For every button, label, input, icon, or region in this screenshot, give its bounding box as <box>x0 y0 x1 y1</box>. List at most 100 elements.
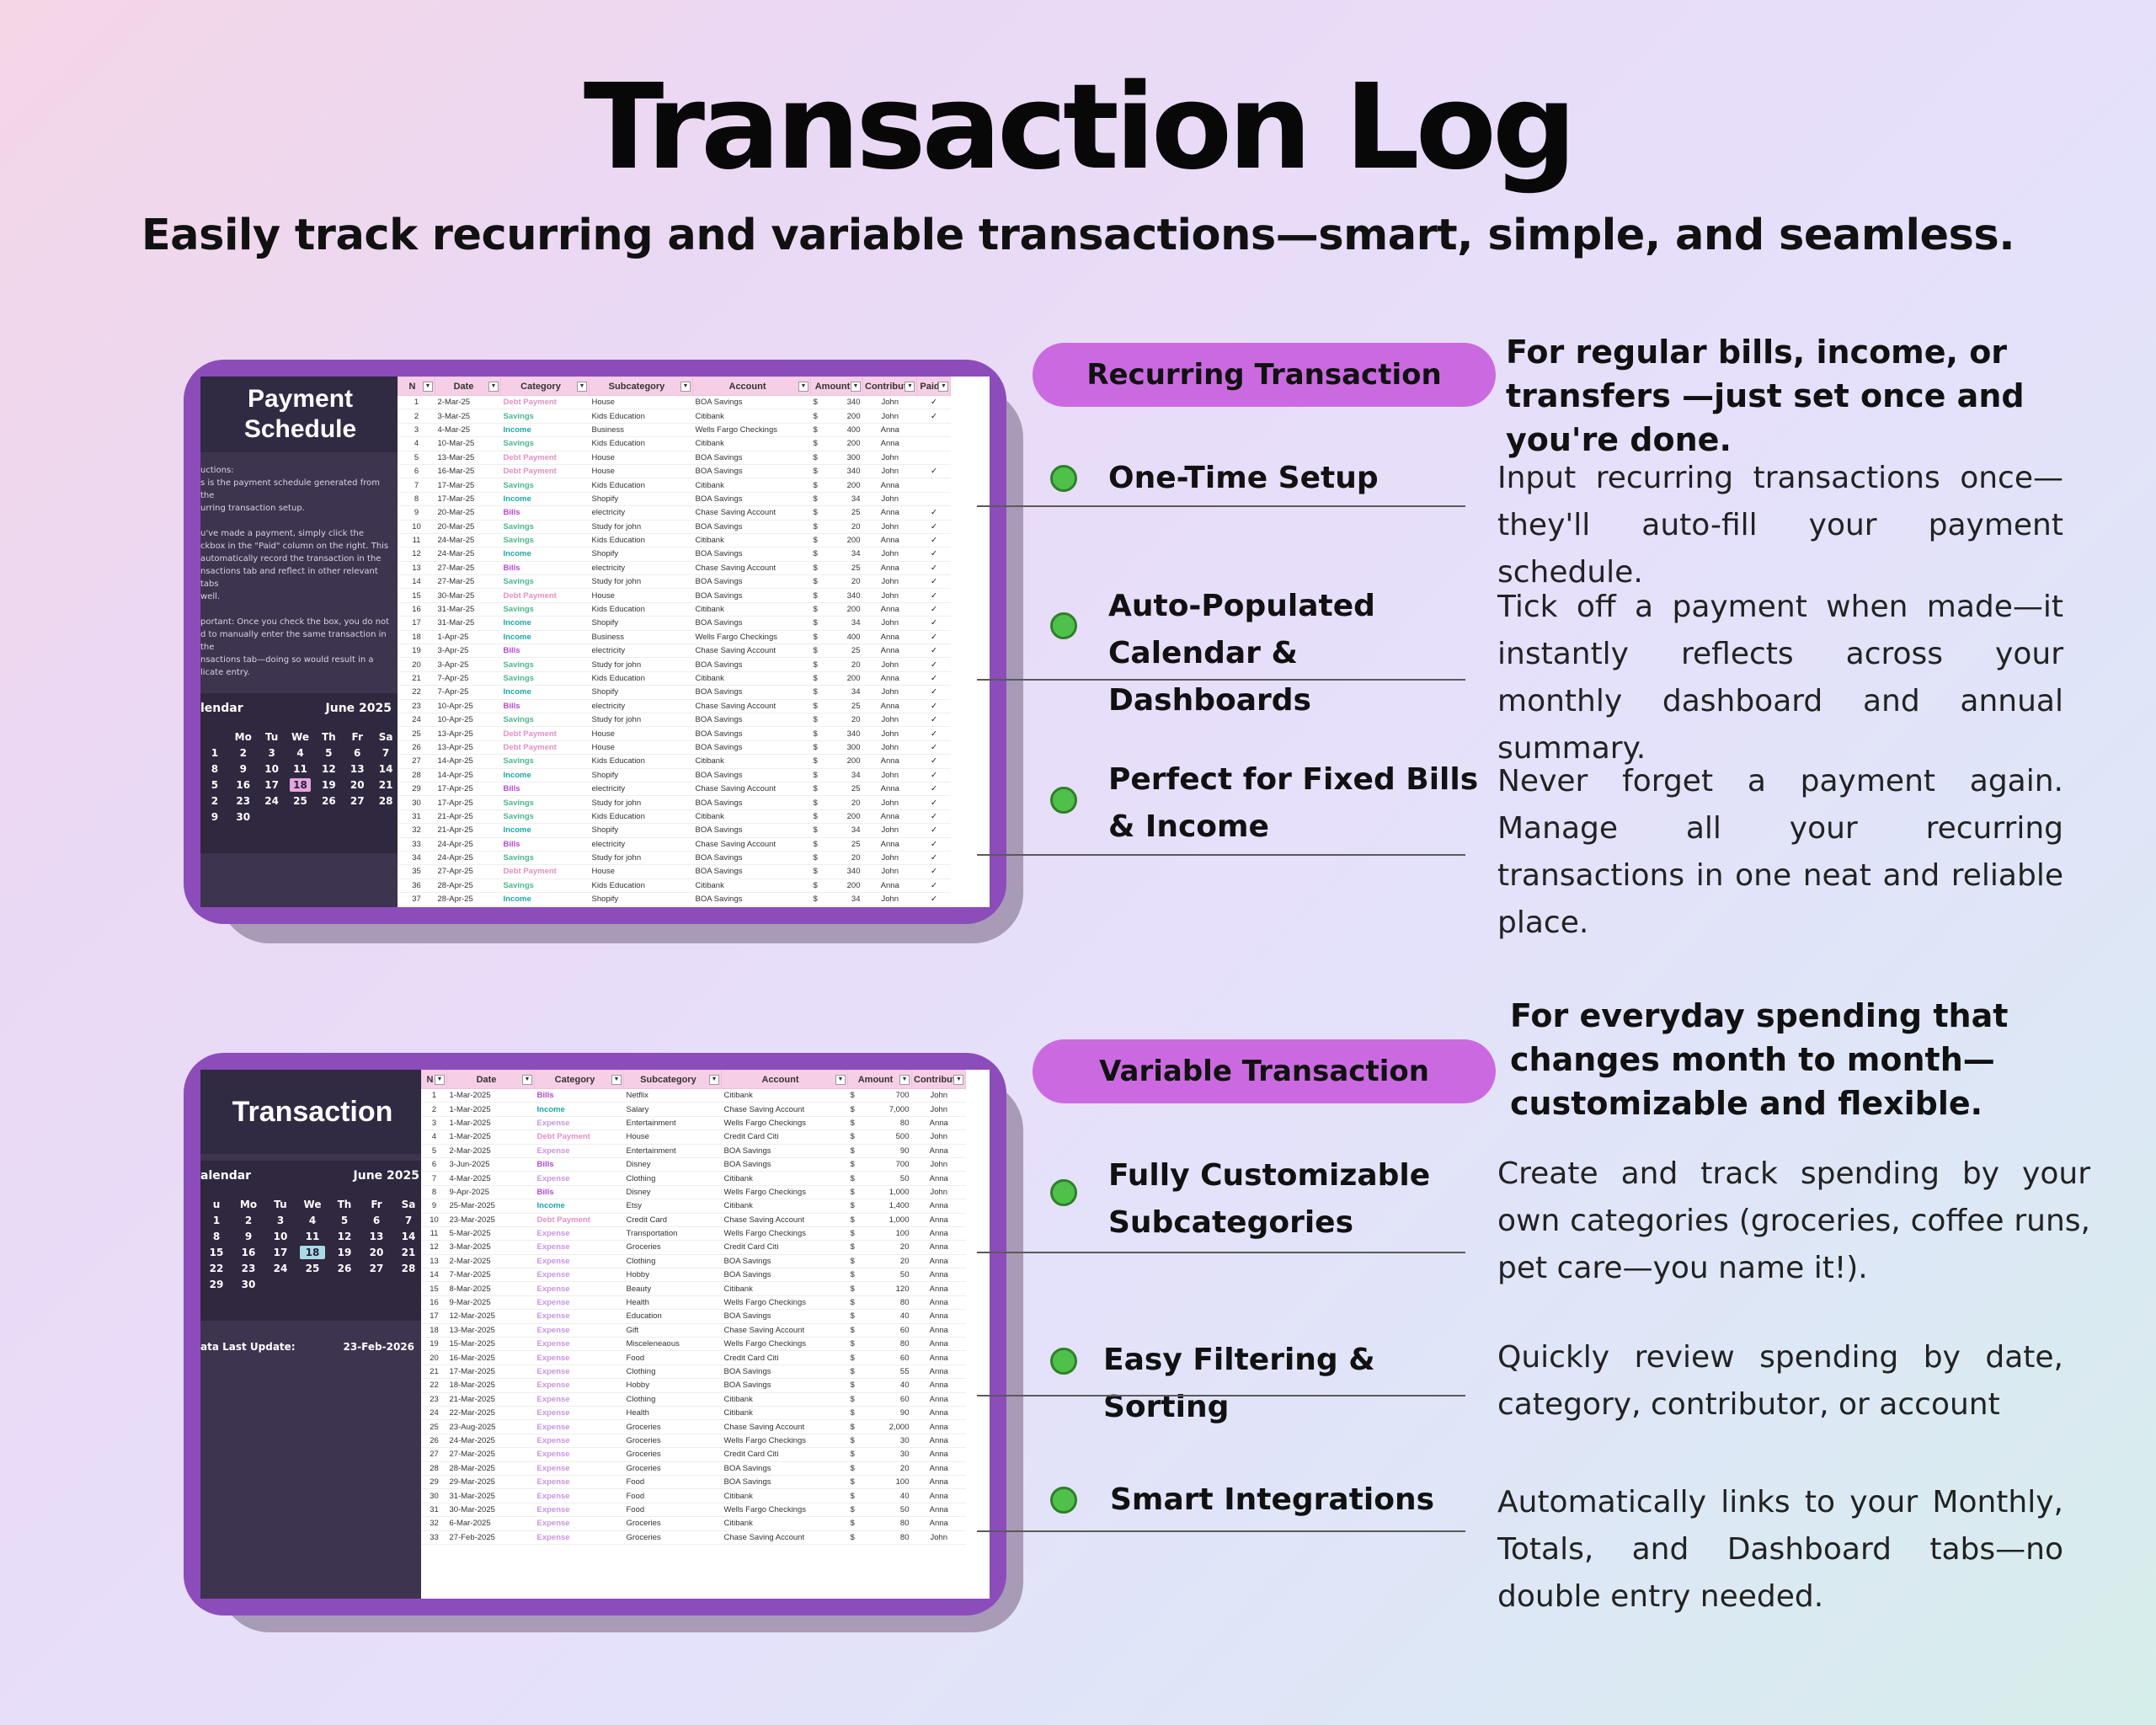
paid-checkbox[interactable]: ✓ <box>916 395 951 410</box>
paid-checkbox[interactable]: ✓ <box>916 837 951 852</box>
paid-checkbox[interactable]: ✓ <box>916 768 951 782</box>
calendar-day[interactable]: 27 <box>350 795 365 807</box>
calendar-day[interactable]: 13 <box>350 763 365 775</box>
filter-dropdown-icon[interactable]: ▼ <box>835 1075 846 1085</box>
filter-dropdown-icon[interactable]: ▼ <box>423 382 433 392</box>
calendar-day[interactable]: 20 <box>350 779 365 791</box>
calendar-day[interactable] <box>360 1278 392 1291</box>
column-header[interactable]: Subcategory▼ <box>589 377 693 396</box>
calendar-day[interactable]: 3 <box>268 747 275 759</box>
column-header[interactable]: Paid▼ <box>916 377 952 396</box>
calendar-day[interactable]: 8 <box>212 1231 221 1242</box>
calendar-day[interactable]: 6 <box>354 747 361 759</box>
calendar-day[interactable]: 5 <box>211 779 219 791</box>
calendar-day[interactable]: 30 <box>241 1279 256 1290</box>
column-header[interactable]: Amount▼ <box>810 377 863 396</box>
column-header[interactable]: Date▼ <box>435 377 501 396</box>
calendar-day[interactable]: 4 <box>296 747 304 759</box>
calendar-day[interactable]: 13 <box>369 1231 384 1242</box>
paid-checkbox[interactable]: ✓ <box>916 726 951 741</box>
calendar-day[interactable]: 21 <box>401 1247 416 1258</box>
calendar-day[interactable]: 6 <box>372 1215 381 1226</box>
calendar-day[interactable] <box>371 810 400 824</box>
calendar-day[interactable]: 25 <box>293 795 307 807</box>
calendar-day[interactable] <box>258 810 286 824</box>
calendar-day[interactable]: 7 <box>382 747 390 759</box>
calendar-day[interactable]: 18 <box>289 778 312 792</box>
calendar-day[interactable]: 2 <box>239 747 247 759</box>
paid-checkbox[interactable]: ✓ <box>916 823 951 838</box>
paid-checkbox[interactable] <box>916 436 951 451</box>
paid-checkbox[interactable]: ✓ <box>916 892 951 907</box>
column-header[interactable]: Category▼ <box>534 1070 624 1089</box>
paid-checkbox[interactable]: ✓ <box>916 740 951 756</box>
filter-dropdown-icon[interactable]: ▼ <box>522 1075 532 1085</box>
filter-dropdown-icon[interactable]: ▼ <box>851 382 861 392</box>
paid-checkbox[interactable] <box>916 478 951 493</box>
paid-checkbox[interactable]: ✓ <box>916 520 951 534</box>
calendar-day[interactable]: 5 <box>340 1215 349 1226</box>
paid-checkbox[interactable]: ✓ <box>916 644 951 659</box>
filter-dropdown-icon[interactable]: ▼ <box>899 1075 910 1085</box>
paid-checkbox[interactable]: ✓ <box>916 754 951 769</box>
paid-checkbox[interactable]: ✓ <box>916 547 951 562</box>
paid-checkbox[interactable]: ✓ <box>916 616 951 631</box>
calendar-day[interactable] <box>264 1278 296 1291</box>
calendar-day[interactable]: 15 <box>209 1247 224 1258</box>
column-header[interactable]: Date▼ <box>446 1070 535 1089</box>
calendar-day[interactable]: 20 <box>369 1247 384 1258</box>
calendar-day[interactable]: 11 <box>293 763 307 775</box>
calendar-day[interactable] <box>296 1278 328 1291</box>
paid-checkbox[interactable]: ✓ <box>916 533 951 548</box>
calendar-day[interactable]: 1 <box>211 747 219 759</box>
paid-checkbox[interactable]: ✓ <box>916 879 951 894</box>
calendar-day[interactable] <box>314 810 343 824</box>
paid-checkbox[interactable] <box>916 492 951 507</box>
column-header[interactable]: N▼ <box>421 1070 447 1089</box>
calendar-day[interactable]: 25 <box>305 1263 320 1274</box>
calendar-day[interactable]: 12 <box>337 1231 352 1242</box>
calendar-day[interactable]: 10 <box>273 1231 288 1242</box>
calendar-day[interactable]: 19 <box>322 779 336 791</box>
paid-checkbox[interactable]: ✓ <box>916 409 951 424</box>
calendar-day[interactable]: 7 <box>404 1215 413 1226</box>
filter-dropdown-icon[interactable]: ▼ <box>798 382 808 392</box>
calendar-day[interactable]: 22 <box>209 1263 224 1274</box>
calendar-day[interactable]: 5 <box>325 747 333 759</box>
filter-dropdown-icon[interactable]: ▼ <box>611 1075 622 1085</box>
calendar-day[interactable]: 9 <box>239 763 247 775</box>
column-header[interactable]: Account▼ <box>721 1070 848 1089</box>
calendar-day[interactable]: 23 <box>241 1263 256 1274</box>
calendar-day[interactable]: 24 <box>273 1263 288 1274</box>
filter-dropdown-icon[interactable]: ▼ <box>680 382 691 392</box>
column-header[interactable]: N▼ <box>398 377 435 396</box>
paid-checkbox[interactable]: ✓ <box>916 713 951 728</box>
calendar-day[interactable]: 27 <box>369 1263 384 1274</box>
column-header[interactable]: Amount▼ <box>847 1070 912 1089</box>
calendar-day[interactable]: 19 <box>337 1247 352 1258</box>
paid-checkbox[interactable]: ✓ <box>916 851 951 866</box>
calendar-day[interactable]: 12 <box>322 763 336 775</box>
paid-checkbox[interactable]: ✓ <box>916 795 951 810</box>
calendar-day[interactable]: 24 <box>264 795 279 807</box>
paid-checkbox[interactable]: ✓ <box>916 630 951 645</box>
column-header[interactable]: Subcategory▼ <box>623 1070 722 1089</box>
calendar-day[interactable]: 2 <box>244 1215 253 1226</box>
filter-dropdown-icon[interactable]: ▼ <box>577 382 587 392</box>
calendar-day[interactable] <box>343 810 371 824</box>
paid-checkbox[interactable]: ✓ <box>916 864 951 879</box>
paid-checkbox[interactable]: ✓ <box>916 602 951 617</box>
paid-checkbox[interactable] <box>916 451 951 465</box>
calendar-day[interactable] <box>328 1278 360 1291</box>
calendar-day[interactable]: 26 <box>322 795 336 807</box>
column-header[interactable]: Contribut▼ <box>862 377 918 396</box>
paid-checkbox[interactable]: ✓ <box>916 464 951 479</box>
calendar-day[interactable]: 26 <box>337 1263 352 1274</box>
paid-checkbox[interactable]: ✓ <box>916 588 951 603</box>
column-header[interactable]: Account▼ <box>692 377 811 396</box>
filter-dropdown-icon[interactable]: ▼ <box>709 1075 719 1085</box>
calendar-day[interactable]: 21 <box>378 779 393 791</box>
paid-checkbox[interactable]: ✓ <box>916 657 951 672</box>
paid-checkbox[interactable]: ✓ <box>916 671 951 686</box>
calendar-day[interactable]: 16 <box>236 779 251 791</box>
